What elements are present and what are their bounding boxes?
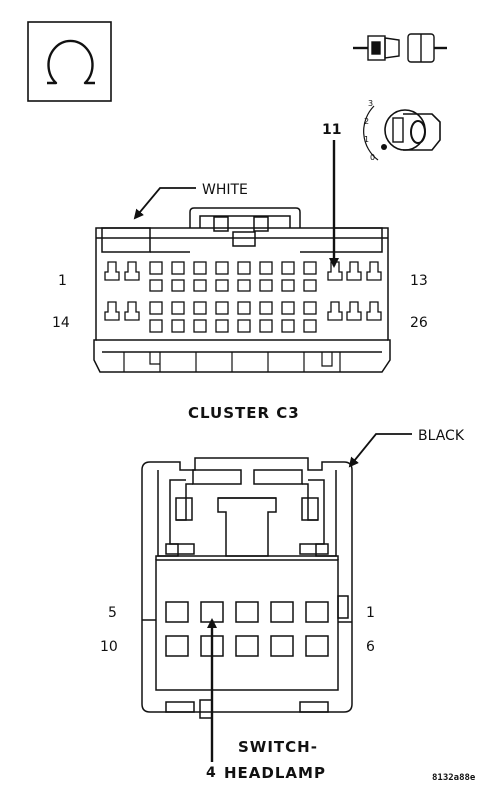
- cluster-c3-pin-label-right-top: 13: [410, 273, 428, 289]
- cluster-c3-pin-label-left-bottom: 14: [52, 315, 70, 331]
- ignition-key-icon: 3 2 1 0: [363, 99, 441, 162]
- headlamp-pin-label-left-bottom: 10: [100, 639, 118, 655]
- cluster-c3-color-label: WHITE: [202, 182, 248, 198]
- headlamp-pin-label-left-top: 5: [108, 605, 117, 621]
- cluster-c3-pin-label-right-bottom: 26: [410, 315, 428, 331]
- headlamp-color-label: BLACK: [418, 428, 465, 444]
- headlamp-color-arrow: [348, 433, 412, 468]
- ignition-position-label: 3: [368, 99, 373, 108]
- figure-id: 8132a88e: [432, 773, 476, 783]
- headlamp-caption-line1: SWITCH-: [238, 738, 318, 756]
- headlamp-callout-pin: 4: [206, 765, 216, 781]
- cluster-c3-caption: CLUSTER C3: [188, 404, 300, 422]
- cluster-c3-color-arrow: [133, 187, 196, 220]
- cluster-c3-callout-pin: 11: [322, 122, 341, 138]
- switch-headlamp-connector: [141, 457, 353, 719]
- ignition-position-label: 1: [364, 135, 369, 144]
- ignition-position-label: 0: [370, 153, 375, 162]
- headlamp-caption-line2: HEADLAMP: [224, 764, 326, 782]
- connector-terminal-icon: [353, 33, 447, 63]
- view-symbol-icon: [27, 21, 112, 102]
- headlamp-pin-label-right-top: 1: [366, 605, 375, 621]
- headlamp-pin-label-right-bottom: 6: [366, 639, 375, 655]
- cluster-c3-pin-label-left-top: 1: [58, 273, 67, 289]
- cluster-c3-connector: [93, 207, 391, 373]
- ignition-position-label: 2: [364, 117, 369, 126]
